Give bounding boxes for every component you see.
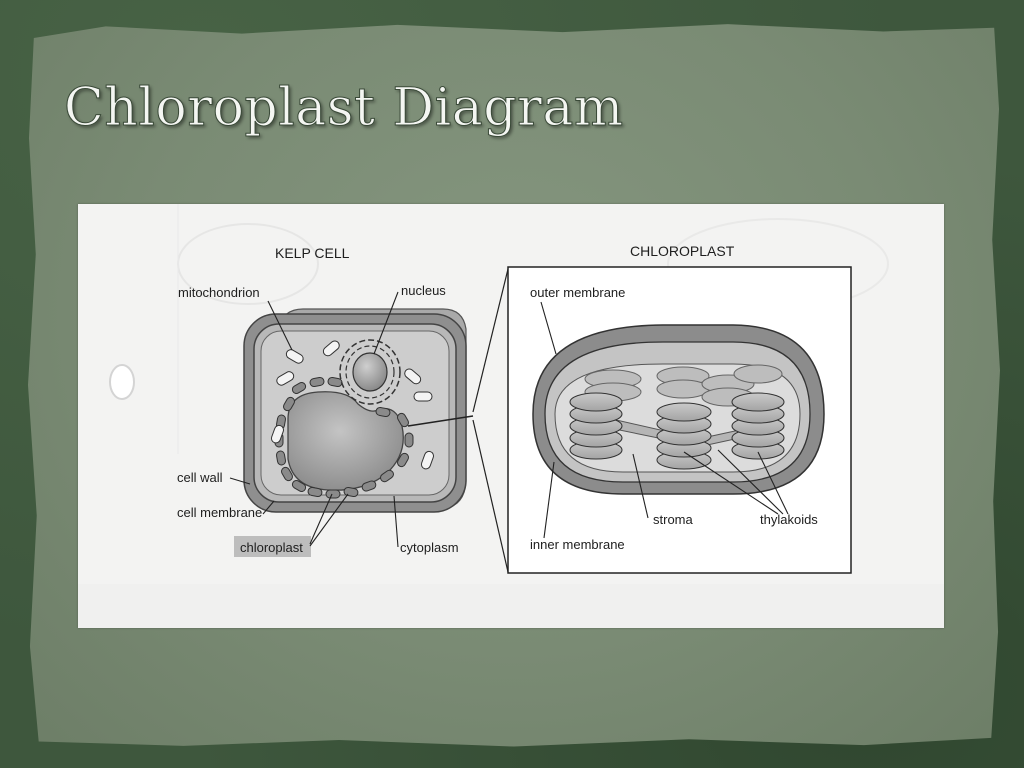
label-inner-membrane: inner membrane xyxy=(530,537,625,552)
grana-stack-right xyxy=(731,392,785,460)
diagram-canvas: KELP CELL mitochondrion nucleus cell wal… xyxy=(78,204,944,628)
mitochondria xyxy=(270,340,435,470)
chloroplast-label-highlight xyxy=(234,536,311,557)
chloroplast-leader-lines xyxy=(540,301,789,539)
nucleus-shape xyxy=(352,352,388,392)
label-chloroplast: chloroplast xyxy=(240,540,303,555)
label-outer-membrane: outer membrane xyxy=(530,285,625,300)
cell-chloroplasts xyxy=(274,376,414,499)
label-stroma: stroma xyxy=(653,512,694,527)
grana-stack-middle xyxy=(656,402,712,470)
label-thylakoids: thylakoids xyxy=(760,512,818,527)
scan-ghost-art xyxy=(78,204,944,628)
punch-hole xyxy=(109,364,135,400)
diagram-image: KELP CELL mitochondrion nucleus cell wal… xyxy=(78,204,944,628)
label-mitochondrion: mitochondrion xyxy=(178,285,260,300)
label-cell-membrane: cell membrane xyxy=(177,505,262,520)
grana-stack-left xyxy=(569,392,623,460)
chloroplast-organelle xyxy=(532,324,825,495)
slide-title: Chloroplast Diagram xyxy=(64,78,624,139)
kelp-leader-lines xyxy=(229,291,399,548)
kelp-cell-heading: KELP CELL xyxy=(275,245,350,261)
zoom-connector xyxy=(407,268,509,573)
back-grana xyxy=(584,364,783,407)
endoplasmic-reticulum xyxy=(339,339,401,405)
kelp-cell xyxy=(243,308,467,513)
label-cytoplasm: cytoplasm xyxy=(400,540,459,555)
label-cell-wall: cell wall xyxy=(177,470,223,485)
chloroplast-heading: CHLOROPLAST xyxy=(630,243,735,259)
label-nucleus: nucleus xyxy=(401,283,446,298)
